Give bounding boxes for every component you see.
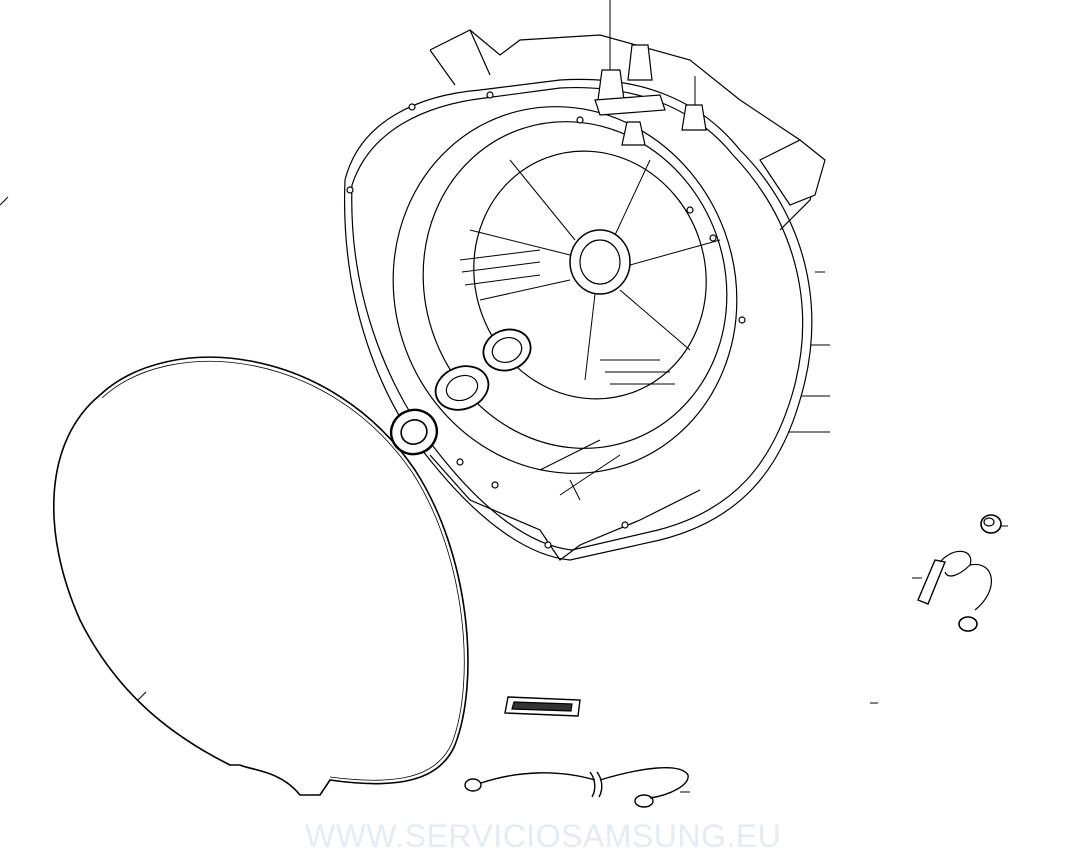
bearing-large xyxy=(478,323,537,377)
flange-bolts xyxy=(347,92,745,548)
watermark: WWW.SERVICIOSAMSUNG.EU xyxy=(305,818,782,854)
cap-part xyxy=(981,515,1001,533)
tub-top-fittings xyxy=(595,45,706,145)
filter-clip xyxy=(505,697,580,716)
bearing-medium xyxy=(429,359,494,417)
tub-back xyxy=(342,30,825,560)
tub-ribs xyxy=(460,160,720,384)
wire-harness xyxy=(465,768,688,807)
tub-gasket xyxy=(54,357,468,795)
oil-seal xyxy=(385,403,443,460)
ground-wire xyxy=(918,551,991,631)
